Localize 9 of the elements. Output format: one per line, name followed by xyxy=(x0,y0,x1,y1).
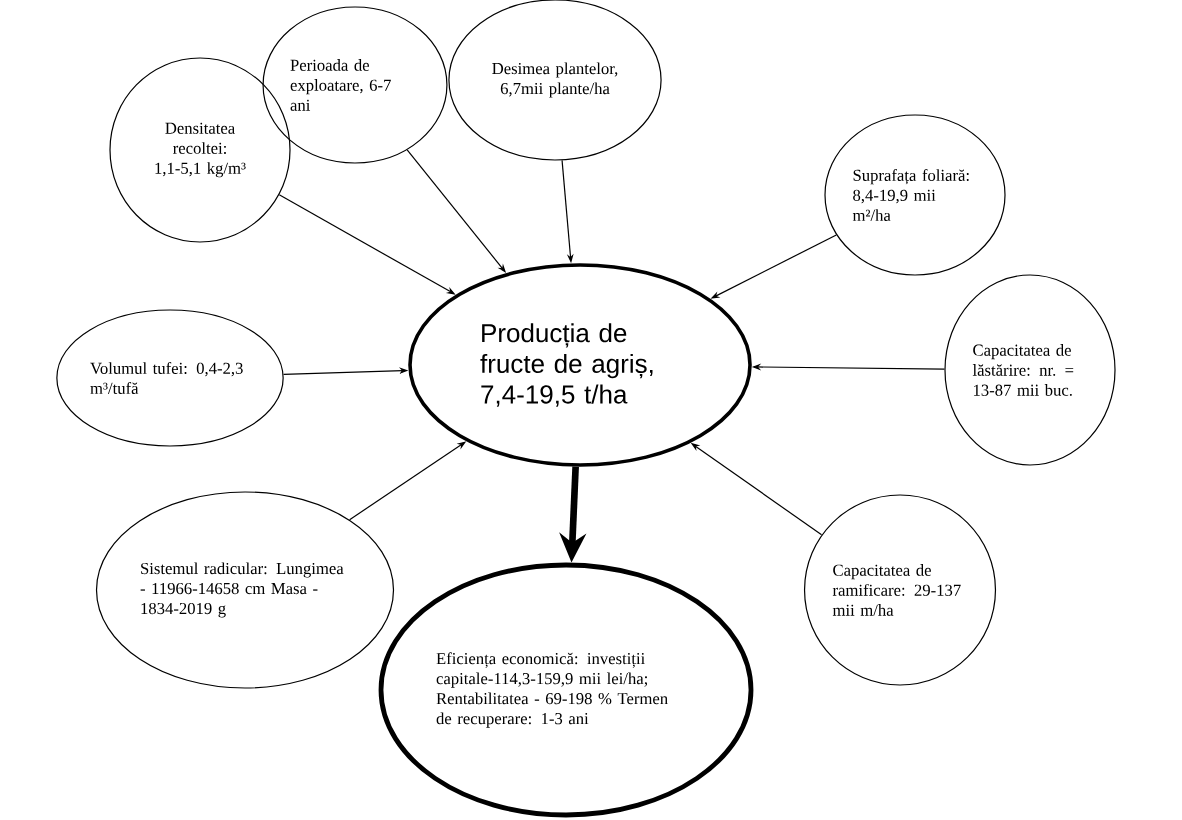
ellipse-node: Volumul tufei: 0,4-2,3 m³/tufă xyxy=(56,309,284,447)
ellipse-node: Sistemul radicular: Lungimea - 11966-14658 cm Masa - 1834-2019 g xyxy=(95,491,395,689)
ellipse-node: Perioada de exploatare, 6-7 ani xyxy=(262,6,448,164)
ellipse-node: Densitatea recoltei: 1,1-5,1 kg/m³ xyxy=(109,57,291,243)
ellipse-node: Capacitatea de lăstărire: nr. = 13-87 mii buc. xyxy=(944,274,1116,466)
ellipse-node: Producția de fructe de agriș, 7,4-19,5 t/ha xyxy=(408,263,752,467)
ellipse-node: Capacitatea de ramificare: 29-137 mii m/ha xyxy=(803,494,997,686)
ellipse-node: Suprafața foliară: 8,4-19,9 mii m²/ha xyxy=(824,114,1006,276)
ellipse-node: Eficiența economică: investiții capitale-114,3-159,9 mii lei/ha; Rentabilitatea - 69-198 % Termen de recuperare: 1-3 ani xyxy=(378,562,754,818)
